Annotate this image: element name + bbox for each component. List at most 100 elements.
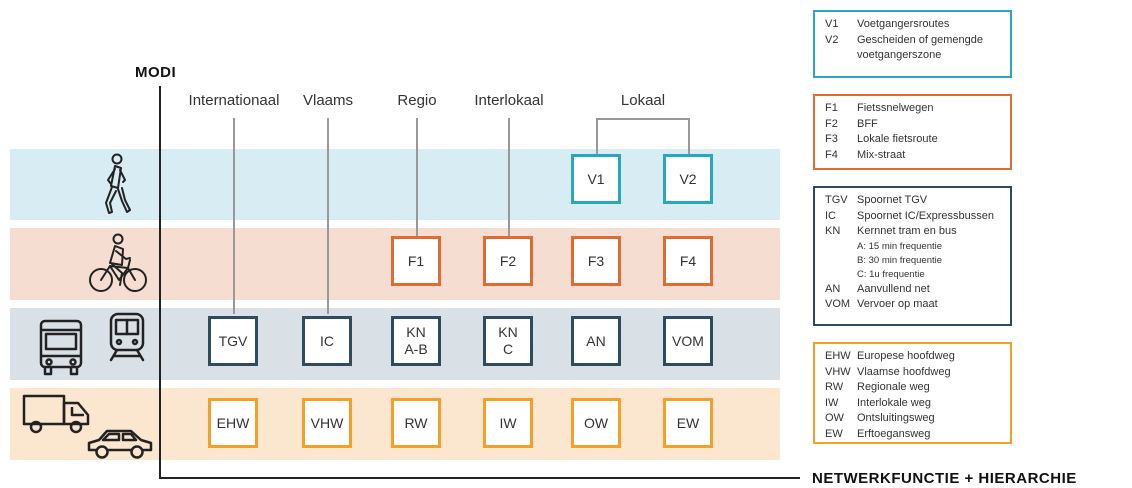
legend-code: V2 [825,33,839,46]
legend-row: V1 Voetgangersroutes [825,17,1000,33]
connector-lokaal-right [688,118,690,154]
legend-code: RW [825,381,844,393]
legend-text: Ontsluitingsweg [857,412,935,424]
legend-code: F1 [825,102,838,114]
column-header-lokaal: Lokaal [620,92,666,109]
connector-lokaal-left [596,118,598,154]
legend-row: TGV Spoornet TGV [825,193,1000,209]
node-label: EHW [216,414,250,431]
legend-code: KN [825,225,841,237]
node-label: AN [586,332,606,349]
legend-text: Fietssnelwegen [857,102,934,114]
legend-text: Gescheiden of gemengde [857,33,983,46]
connector-lokaal-bracket [596,118,690,120]
train-icon [109,312,145,362]
y-axis-label: MODI [135,64,177,81]
legend-text: Voetgangersroutes [857,18,950,30]
node-label: IC [320,332,334,349]
node-ic: IC [302,316,352,366]
legend-code: VOM [825,298,851,310]
legend-text: Vervoer op maat [857,298,938,310]
legend-code: EW [825,427,843,440]
node-f3: F3 [571,236,621,286]
legend-subitem: A: 15 min frequentie [857,240,943,252]
legend-code: AN [825,282,841,295]
node-label: F1 [407,252,425,269]
node-label: F3 [587,252,605,269]
legend-text: Aanvullend net [857,282,930,295]
x-axis-line [159,477,800,479]
node-label: EW [676,414,700,431]
connector-internationaal [233,118,235,314]
node-label: V1 [587,170,605,187]
node-v2: V2 [663,154,713,204]
legend-text: Spoornet TGV [857,194,928,206]
legend-code: IC [825,209,836,222]
legend-text: Spoornet IC/Expressbussen [857,209,994,222]
legend-text: BFF [857,117,878,130]
node-label-line-2: C [502,341,514,357]
legend-code [825,48,857,64]
legend-row: F4 Mix-straat [825,148,1000,164]
legend-code: OW [825,412,844,424]
legend-code: IW [825,396,839,409]
legend-text: Vlaamse hoofdweg [857,365,951,378]
column-header-vlaams: Vlaams [302,92,354,109]
legend-public-transport: TGV Spoornet TGV IC Spoornet IC/Expressbus… [813,186,1012,326]
truck-icon [22,394,90,434]
legend-subitem: C: 1u frequentie [857,268,925,280]
bus-icon [39,319,83,376]
node-label: TGV [218,332,248,349]
node-ow: OW [571,398,621,448]
bicycle-icon [89,233,147,292]
legend-row: V2 Gescheiden of gemengde [825,33,1000,49]
legend-code: TGV [825,194,848,206]
legend-subitem: B: 30 min frequentie [857,254,943,266]
x-axis-label: NETWERKFUNCTIE + HIERARCHIE [812,470,1077,487]
node-f2: F2 [483,236,533,286]
band-pedestrians [10,149,780,220]
legend-row: OW Ontsluitingsweg [825,411,1000,427]
node-v1: V1 [571,154,621,204]
connector-regio [416,118,418,236]
legend-text: Lokale fietsroute [857,133,938,145]
legend-code: F4 [825,148,838,161]
column-header-interlokaal: Interlokaal [474,92,544,109]
node-label-line-1: KN [406,324,426,340]
legend-row: VOM Vervoer op maat [825,297,1000,313]
connector-vlaams [327,118,329,314]
node-iw: IW [483,398,533,448]
node-label: OW [583,414,609,431]
legend-code: F3 [825,133,838,145]
connector-interlokaal [508,118,510,236]
node-label: VOM [672,332,704,349]
legend-text: voetgangerszone [857,49,942,61]
node-tgv: TGV [208,316,258,366]
node-f4: F4 [663,236,713,286]
node-label: F4 [679,252,697,269]
y-axis-line [159,86,161,479]
column-header-internationaal: Internationaal [188,92,280,109]
node-label-line-1: KN [498,324,518,340]
legend-code: EHW [825,350,851,362]
legend-row: VHW Vlaamse hoofdweg [825,365,1000,381]
legend-pedestrians: V1 Voetgangersroutes V2 Gescheiden of geme… [813,10,1012,78]
legend-code: VHW [825,365,851,378]
node-label: IW [499,414,517,431]
car-icon [87,429,153,459]
legend-row: RW Regionale weg [825,380,1000,396]
legend-text: Europese hoofdweg [857,350,955,362]
legend-text: Regionale weg [857,381,930,393]
legend-code: V1 [825,18,839,30]
legend-car-traffic: EHW Europese hoofdweg VHW Vlaamse hoofdweg… [813,342,1012,444]
node-f1: F1 [391,236,441,286]
node-ehw: EHW [208,398,258,448]
legend-text: Erftoegansweg [857,427,931,440]
legend-text: Mix-straat [857,148,906,161]
